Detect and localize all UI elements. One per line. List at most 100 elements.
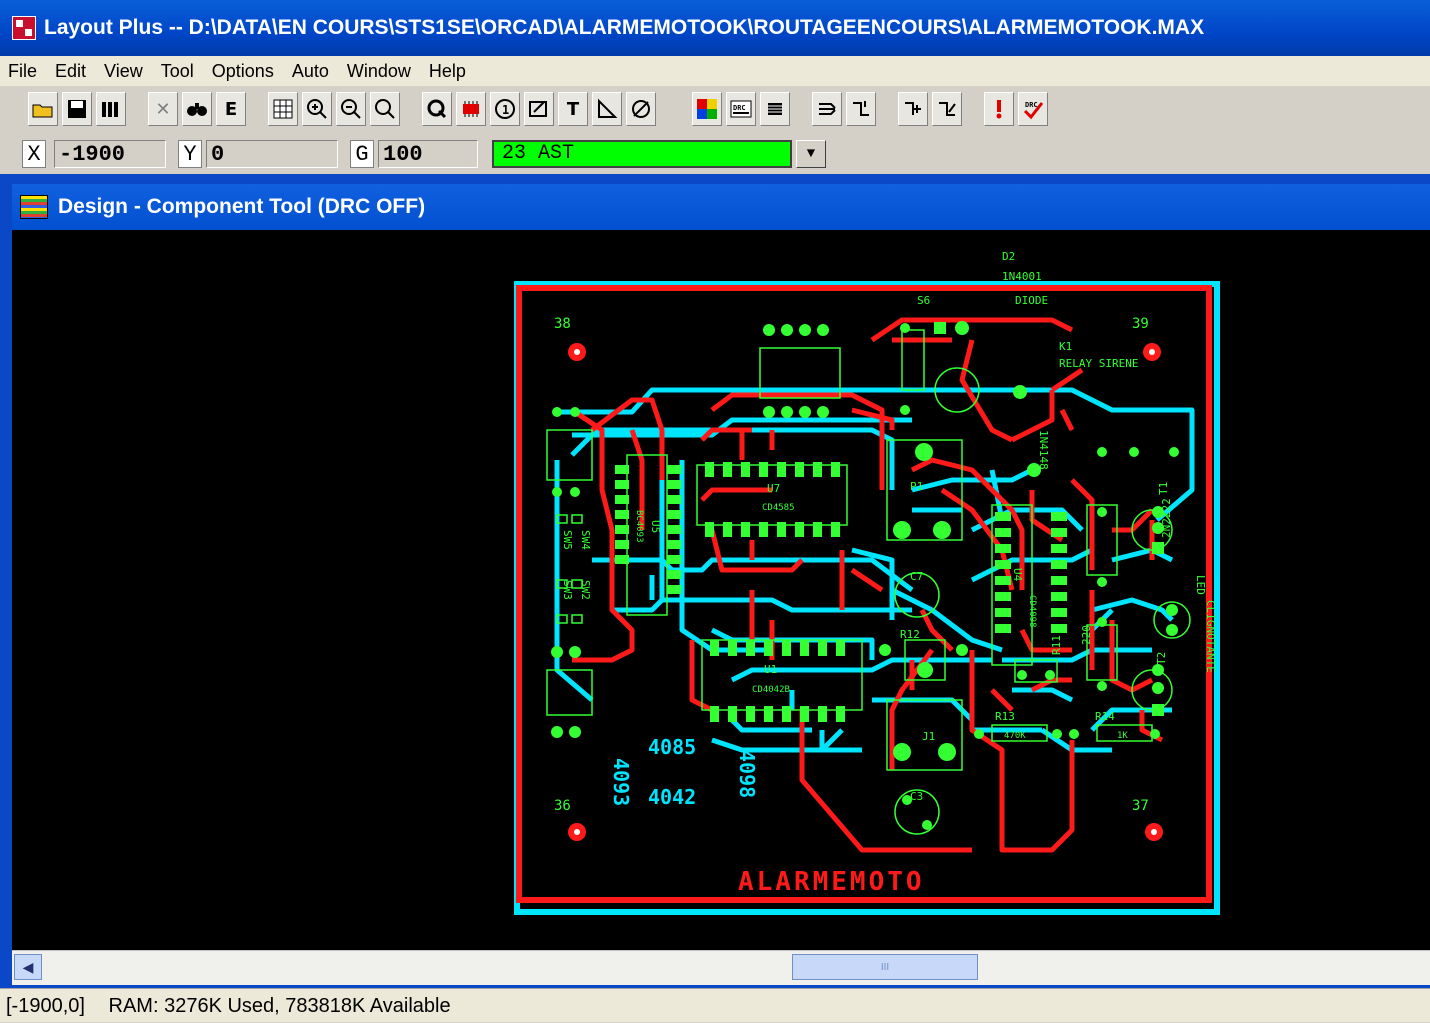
menu-help[interactable]: Help (428, 60, 466, 81)
board-outline-bottom (514, 281, 1220, 915)
bottom-traces (554, 387, 1195, 753)
menu-view[interactable]: View (104, 60, 143, 81)
color-icon[interactable] (692, 92, 722, 126)
ref-bc4093: BC4093 (634, 510, 644, 543)
autoplace-icon[interactable] (812, 92, 842, 126)
x-coordinate-field[interactable]: -1900 (54, 140, 166, 168)
app-icon (12, 16, 36, 40)
pad-icon[interactable]: 1 (490, 92, 520, 126)
reconnect-icon[interactable] (760, 92, 790, 126)
menu-edit[interactable]: Edit (55, 60, 87, 81)
layer-select[interactable]: 23 AST (492, 140, 792, 168)
mount-holes (568, 343, 1163, 841)
title-bar: Layout Plus -- D:\DATA\EN COURS\STS1SE\O… (0, 0, 1430, 56)
hole-label-39: 39 (1132, 316, 1149, 332)
zoom-in-icon[interactable] (302, 92, 332, 126)
shove-icon[interactable] (932, 92, 962, 126)
ref-cd4042b: CD4042B (752, 685, 790, 695)
menu-bar: File Edit View Tool Options Auto Window … (0, 56, 1430, 86)
delete-icon[interactable]: ✕ (148, 92, 178, 126)
ref-sw4: SW4 (579, 530, 592, 550)
hole-label-38: 38 (554, 316, 571, 332)
ref-220: 220 (1080, 625, 1093, 645)
text-icon[interactable]: T (558, 92, 588, 126)
board-title: ALARMEMOTO (738, 867, 925, 897)
ref-k1: K1 (1059, 340, 1072, 353)
ref-led: LED (1194, 575, 1207, 595)
status-bar: [-1900,0] RAM: 3276K Used, 783818K Avail… (0, 988, 1430, 1022)
ref-1n4001: 1N4001 (1002, 270, 1042, 283)
y-coordinate-field[interactable]: 0 (206, 140, 338, 168)
ref-cd4098: CD4098 (1027, 595, 1037, 628)
ref-t2: T2 (1155, 652, 1168, 665)
spreadsheet-icon[interactable] (268, 92, 298, 126)
hole-label-36: 36 (554, 798, 571, 814)
ref-p1: P1 (910, 480, 923, 493)
ref-1n4148: 1N4148 (1037, 430, 1050, 470)
ref-sw2: SW2 (579, 580, 592, 600)
coordinate-bar: X -1900 Y 0 G 100 23 AST ▼ (0, 132, 1430, 174)
ref-r14: R14 (1095, 710, 1115, 723)
ref-j1: J1 (922, 730, 935, 743)
pads (551, 321, 1179, 830)
ref-diode: DIODE (1015, 294, 1048, 307)
horizontal-scrollbar[interactable]: ◀ III (12, 950, 1430, 985)
zoom-all-icon[interactable] (370, 92, 400, 126)
design-icon (20, 195, 48, 219)
scroll-thumb[interactable]: III (792, 954, 978, 980)
query-icon[interactable] (422, 92, 452, 126)
menu-file[interactable]: File (8, 60, 38, 81)
ref-r11: R11 (1050, 635, 1063, 655)
ref-c3: C3 (910, 790, 923, 803)
design-rule-icon[interactable]: DRC (1018, 92, 1048, 126)
status-memory: RAM: 3276K Used, 783818K Available (108, 995, 451, 1017)
ref-sw3: SW3 (561, 580, 574, 600)
svg-text:1: 1 (502, 103, 509, 117)
ref-u4: U4 (1011, 568, 1024, 582)
chevron-down-icon[interactable]: ▼ (796, 140, 826, 168)
svg-text:DRC: DRC (1025, 101, 1038, 109)
menu-options[interactable]: Options (211, 60, 274, 81)
status-coordinates: [-1900,0] (6, 995, 85, 1017)
drc-icon[interactable]: DRC (726, 92, 756, 126)
online-drc-icon[interactable] (984, 92, 1014, 126)
zoom-out-icon[interactable] (336, 92, 366, 126)
ref-clignotante: CLIGNOTANTE (1204, 600, 1217, 673)
ref-cd4585: CD4585 (762, 503, 795, 513)
menu-auto[interactable]: Auto (291, 60, 329, 81)
edit-icon[interactable]: E (216, 92, 246, 126)
ref-sw5: SW5 (561, 530, 574, 550)
scroll-left-icon[interactable]: ◀ (14, 954, 42, 980)
obstacle-icon[interactable] (524, 92, 554, 126)
library-icon[interactable] (96, 92, 126, 126)
menu-window[interactable]: Window (346, 60, 411, 81)
ref-u7: U7 (767, 482, 780, 495)
error-icon[interactable] (626, 92, 656, 126)
ref-470k: 470K (1004, 731, 1026, 741)
ref-u5: U5 (649, 520, 662, 533)
grid-field[interactable]: 100 (378, 140, 478, 168)
ref-s6: S6 (917, 294, 930, 307)
svg-text:DRC: DRC (733, 104, 746, 112)
menu-tool[interactable]: Tool (160, 60, 194, 81)
x-label: X (22, 140, 46, 168)
grid-label: G (350, 140, 374, 168)
ref-relay: RELAY SIRENE (1059, 357, 1138, 370)
component-icon[interactable] (456, 92, 486, 126)
ref-r13: R13 (995, 710, 1015, 723)
ref-d2: D2 (1002, 250, 1015, 263)
ref-r12: R12 (900, 628, 920, 641)
ref-1k: 1K (1117, 731, 1128, 741)
connection-icon[interactable] (592, 92, 622, 126)
cleanup-icon[interactable] (898, 92, 928, 126)
find-icon[interactable] (182, 92, 212, 126)
y-label: Y (178, 140, 202, 168)
save-icon[interactable] (62, 92, 92, 126)
pcb-canvas[interactable]: 38 39 36 37 D2 1N4001 DIODE K1 RELAY SIR… (12, 230, 1430, 950)
window-title: Layout Plus -- D:\DATA\EN COURS\STS1SE\O… (44, 16, 1205, 39)
hole-label-37: 37 (1132, 798, 1149, 814)
open-icon[interactable] (28, 92, 58, 126)
silk-4093: 4093 (609, 758, 633, 806)
autoroute-icon[interactable] (846, 92, 876, 126)
ref-2n2222: 2N2222 (1160, 498, 1173, 538)
